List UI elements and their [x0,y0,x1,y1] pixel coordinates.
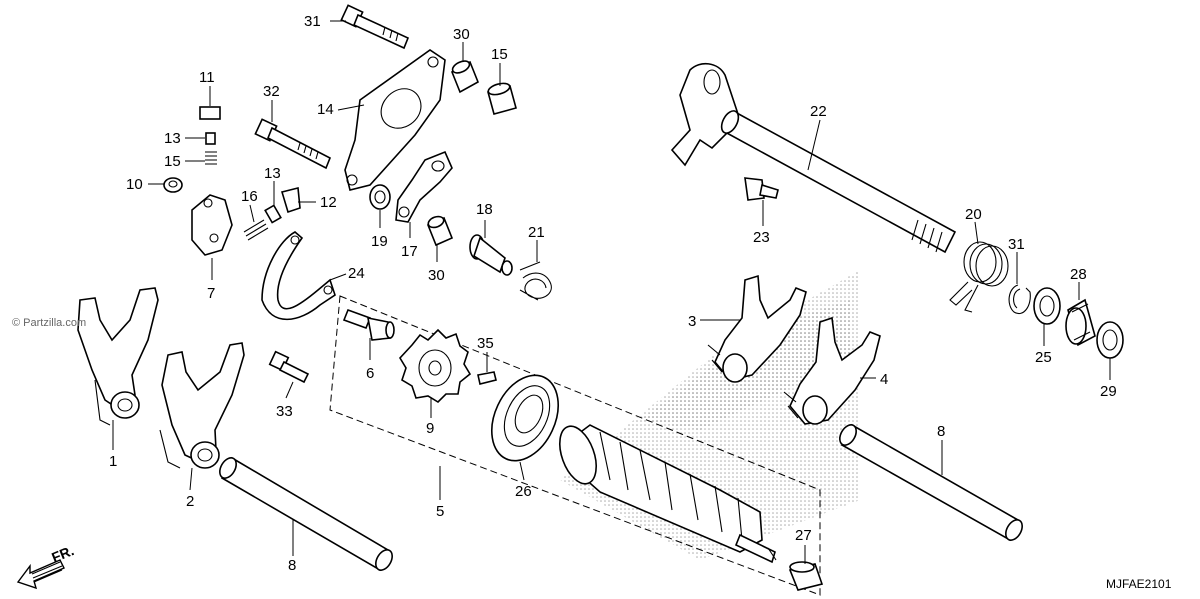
shift-drum[interactable] [553,421,777,564]
bolt-33[interactable] [340,4,410,50]
callout-25: 25 [1035,349,1052,366]
callout-34: 32 [263,83,280,100]
front-arrow-icon: FR. [16,542,76,590]
bushing-27[interactable] [788,561,824,591]
shift-fork-1[interactable] [77,287,159,426]
callout-24: 24 [348,265,365,282]
shift-fork-3[interactable] [707,274,807,383]
callout-22: 20 [965,206,982,223]
callout-3: 3 [688,313,696,330]
gearshift-spindle-21[interactable] [670,62,957,254]
callout-31-label: 31 [1008,236,1025,253]
callout-15-left: 15 [164,153,181,170]
drum-assembly-box [329,295,821,596]
washer-19[interactable] [369,184,391,210]
callout-7: 7 [207,285,215,302]
callout-27: 27 [795,527,812,544]
callout-13-right: 13 [264,165,281,182]
callout-13-left: 13 [164,130,181,147]
callout-19: 19 [371,233,388,250]
spring-22[interactable] [949,241,1009,313]
washer-25[interactable] [1033,287,1061,325]
arm-17[interactable] [395,150,453,223]
pin-18[interactable] [469,234,513,276]
callout-32: 33 [276,403,293,420]
callout-8-left: 8 [288,557,296,574]
bolt-32[interactable] [268,350,310,384]
callout-12: 11 [199,69,215,86]
callout-6: 6 [366,365,374,382]
bolt-34[interactable] [254,118,332,170]
callout-4: 4 [880,371,888,388]
callout-29: 29 [1100,383,1117,400]
bolt-6[interactable] [342,308,395,341]
callout-20: 21 [528,224,545,241]
callout-17: 17 [401,243,418,260]
fork-shaft-left[interactable] [216,455,395,573]
bearing-26[interactable] [479,365,571,472]
bolt-10[interactable] [163,177,183,193]
plate-14[interactable] [344,49,446,191]
pin-35[interactable] [477,371,497,385]
callout-16: 15 [491,46,508,63]
bolt-23[interactable] [744,177,779,201]
spring-15-pin-13[interactable] [243,186,301,241]
shift-fork-2[interactable] [159,342,245,469]
callout-30-upper: 30 [453,26,470,43]
fork-shaft-right[interactable] [836,422,1025,543]
callout-5: 5 [436,503,444,520]
callout-15-right: 16 [241,188,258,205]
direction-label: FR. [49,542,76,565]
callout-2: 2 [186,493,194,510]
circlip-31[interactable] [1008,284,1031,314]
collar-30-lower[interactable] [426,215,454,247]
bracket-24[interactable] [261,231,336,321]
callout-30-lower: 30 [428,267,445,284]
stopper-arm-7[interactable] [191,194,233,256]
callout-18: 18 [476,201,493,218]
callout-33: 31 [304,13,321,30]
callout-14: 14 [317,101,334,118]
oil-seal-29[interactable] [1096,321,1124,359]
collar-30-upper[interactable] [450,59,480,94]
callout-10: 10 [126,176,143,193]
callout-11: 12 [320,194,337,211]
diagram-code: MJFAE2101 [1106,577,1172,591]
callout-35: 35 [477,335,494,352]
callout-21: 22 [810,103,827,120]
watermark: © Partzilla.com [12,317,86,329]
spring-20[interactable] [519,261,552,301]
callout-9: 9 [426,420,434,437]
callout-8-right: 8 [937,423,945,440]
shift-fork-4[interactable] [783,316,881,425]
star-plate-9[interactable] [399,328,472,404]
callout-26: 26 [515,483,532,500]
bushing-16[interactable] [487,81,517,115]
callout-labels: 31 30 15 11 32 14 13 15 10 13 12 16 7 19… [109,13,1117,574]
needle-bearing-28[interactable] [1065,298,1096,347]
spring-stack-12-13-15[interactable] [199,106,221,165]
callout-23: 23 [753,229,770,246]
callout-28: 28 [1070,266,1087,283]
leader-lines [112,20,1111,564]
callout-1: 1 [109,453,117,470]
